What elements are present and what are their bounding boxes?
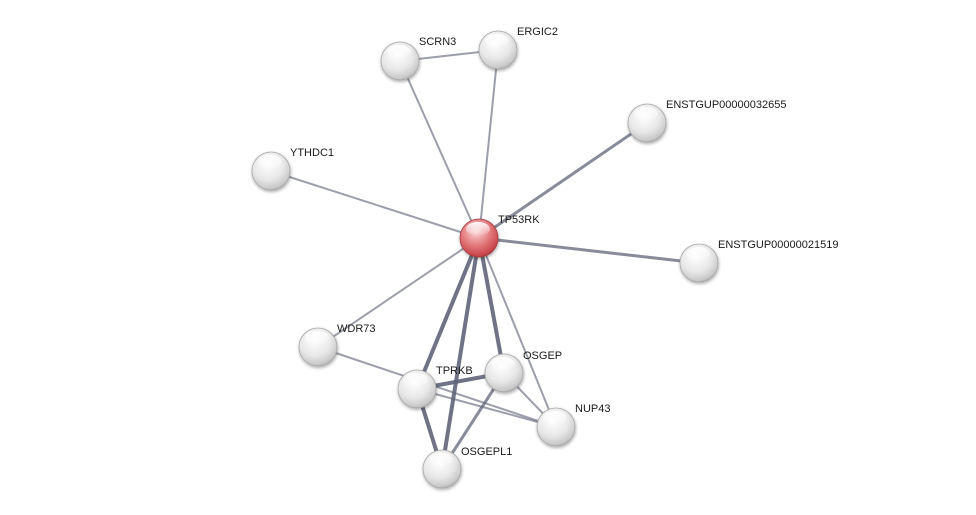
edge-tp53rk-enstgup00000021519[interactable]	[477, 236, 701, 265]
node-tprkb[interactable]: TPRKB	[397, 365, 473, 409]
node-ythdc1[interactable]: YTHDC1	[251, 147, 334, 191]
node-label: ENSTGUP00000021519	[718, 239, 838, 251]
node-scrn3[interactable]: SCRN3	[380, 36, 456, 81]
node-highlight	[429, 453, 453, 467]
node-highlight	[466, 222, 490, 236]
edge-tp53rk-ythdc1[interactable]	[270, 170, 480, 239]
node-highlight	[543, 411, 567, 425]
edge-tp53rk-scrn3[interactable]	[399, 60, 480, 239]
node-label: ERGIC2	[517, 26, 558, 38]
edge-tp53rk-tprkb[interactable]	[415, 236, 481, 391]
node-osgep[interactable]: OSGEP	[484, 350, 562, 393]
node-label: TPRKB	[436, 365, 473, 377]
node-highlight	[491, 357, 515, 371]
edge-tp53rk-nup43[interactable]	[478, 237, 557, 428]
edge-tp53rk-osgepl1[interactable]	[440, 236, 481, 471]
node-label: YTHDC1	[290, 147, 334, 159]
node-wdr73[interactable]: WDR73	[298, 323, 376, 367]
node-enstgup00000021519[interactable]: ENSTGUP00000021519	[679, 239, 838, 283]
node-nup43[interactable]: NUP43	[536, 403, 610, 447]
node-highlight	[404, 373, 428, 387]
node-highlight	[387, 45, 411, 59]
node-highlight	[634, 107, 658, 121]
node-highlight	[485, 34, 509, 48]
node-highlight	[686, 247, 710, 261]
node-tp53rk[interactable]: TP53RK	[459, 214, 540, 258]
node-highlight	[258, 155, 282, 169]
node-ergic2[interactable]: ERGIC2	[478, 26, 558, 70]
edge-tp53rk-osgep[interactable]	[477, 236, 506, 375]
node-osgepl1[interactable]: OSGEPL1	[422, 446, 512, 489]
node-highlight	[305, 331, 329, 345]
node-label: TP53RK	[498, 214, 540, 226]
edge-tprkb-nup43[interactable]	[416, 388, 557, 428]
nodes-layer: TP53RK SCRN3 ERGIC2ENSTGUP00000032655YTHDC…	[251, 26, 838, 489]
node-label: NUP43	[575, 403, 610, 415]
node-label: OSGEPL1	[461, 446, 512, 458]
node-label: SCRN3	[419, 36, 456, 48]
edge-tp53rk-ergic2[interactable]	[478, 49, 499, 239]
node-enstgup00000032655[interactable]: ENSTGUP00000032655	[627, 99, 786, 143]
edge-tp53rk-wdr73[interactable]	[317, 237, 480, 348]
node-label: OSGEP	[523, 350, 562, 362]
node-label: WDR73	[337, 323, 376, 335]
node-label: ENSTGUP00000032655	[666, 99, 786, 111]
edge-tp53rk-enstgup00000032655[interactable]	[477, 121, 649, 240]
